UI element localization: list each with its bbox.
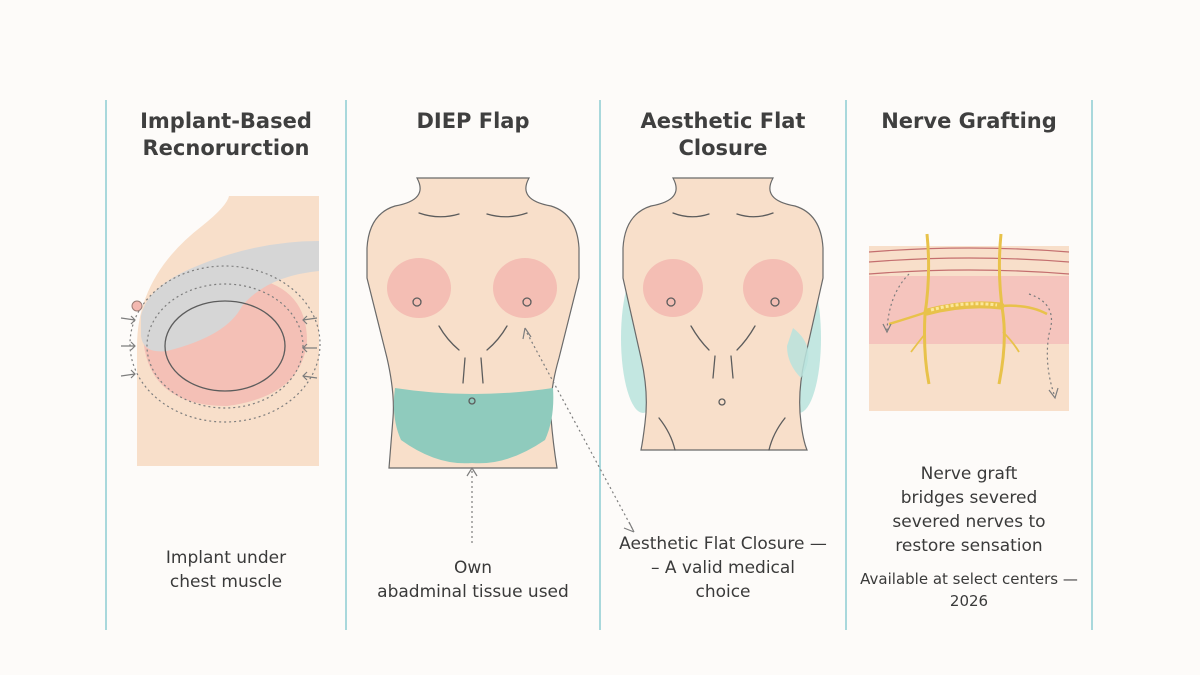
left-nipple: [666, 297, 676, 307]
abdominal-line-left: [462, 357, 466, 384]
nerve-right-branch: [1000, 304, 1048, 316]
caption-line-1: Nerve graft: [920, 464, 1018, 484]
flap-dotted-arrow: [526, 332, 633, 529]
caption-line-3: choice: [695, 582, 751, 602]
panel-divider-5: [1091, 100, 1093, 630]
panel-title: DIEP Flap: [347, 108, 599, 135]
abdominal-line-right: [730, 355, 734, 379]
right-nipple: [522, 297, 532, 307]
rib-contour-right: [486, 325, 508, 351]
dotted-arrow-left: [886, 273, 910, 331]
dotted-ring-outer: [129, 265, 321, 423]
panel-nerve-grafting: Nerve Grafting Nerve graft bridges sever…: [847, 100, 1091, 630]
navel: [468, 397, 476, 405]
title-line-2: Recnorurction: [142, 136, 310, 160]
panel-diep-flap: DIEP Flap Own abadminal tissue used: [347, 100, 635, 630]
right-breast: [493, 258, 557, 318]
title-line-1: Aesthetic Flat: [640, 109, 806, 133]
collarbone-right: [736, 212, 774, 218]
collarbone-right: [486, 212, 528, 218]
title-line-1: Nerve Grafting: [881, 109, 1057, 133]
panel-caption: Own abadminal tissue used: [347, 556, 599, 604]
panel-title: Nerve Grafting: [847, 108, 1091, 135]
title-line-2: Closure: [678, 136, 768, 160]
caption-line-1: Aesthetic Flat Closure —: [619, 534, 827, 554]
rib-contour-right: [736, 325, 756, 351]
tissue-arrowhead: [466, 466, 478, 477]
skin-layer-line-3: [868, 269, 1070, 275]
nerve-graft-bridge-highlight: [930, 302, 998, 312]
skin-layer-line-2: [868, 257, 1070, 263]
left-arrows: [120, 315, 136, 379]
abdominal-line-left: [712, 355, 716, 379]
caption-line-2: chest muscle: [169, 572, 283, 592]
title-line-1: DIEP Flap: [416, 109, 530, 133]
flap-arrowhead-bottom: [623, 521, 635, 533]
left-breast: [387, 258, 451, 318]
caption-line-2: bridges severed: [900, 488, 1038, 508]
panel-implant-based: Implant-Based Recnorurction Implant unde…: [107, 100, 345, 630]
panel-divider-1: [105, 100, 107, 630]
collarbone-left: [418, 212, 460, 218]
panel-divider-4: [845, 100, 847, 630]
nipple: [131, 300, 143, 312]
caption-line-1: Own: [453, 558, 493, 578]
arrowhead-right: [1048, 387, 1059, 400]
right-flat-shade: [787, 328, 809, 378]
left-nipple: [412, 297, 422, 307]
rib-contour-left: [690, 325, 710, 351]
footnote-line-2: 2026: [949, 592, 989, 610]
caption-line-3: severed nerves to: [892, 512, 1046, 532]
nerve-right-vertical: [997, 233, 1006, 385]
arrowhead-left: [882, 323, 892, 334]
flat-closure-torso-illustration: [621, 177, 824, 451]
implant-outline: [164, 300, 286, 392]
panel-caption: Nerve graft bridges severed severed nerv…: [847, 462, 1091, 558]
panel-title: Aesthetic Flat Closure: [601, 108, 845, 162]
right-nipple: [770, 297, 780, 307]
abdominal-flap: [393, 388, 554, 464]
right-arrows: [302, 315, 318, 381]
title-line-1: Implant-Based: [140, 109, 312, 133]
caption-line-2: abadminal tissue used: [377, 582, 569, 602]
caption-line-2: – A valid medical: [650, 558, 796, 578]
dotted-arrow-right: [1028, 293, 1055, 395]
chest-muscle-band: [141, 241, 319, 352]
abdominal-line-right: [480, 357, 484, 384]
panel-divider-2: [345, 100, 347, 630]
panel-title: Implant-Based Recnorurction: [107, 108, 345, 162]
panel-footnote: Available at select centers — 2026: [847, 568, 1091, 612]
diep-torso-illustration: [366, 177, 635, 543]
navel: [718, 398, 726, 406]
left-chest: [643, 259, 703, 317]
footnote-line-1: Available at select centers —: [860, 570, 1078, 588]
collarbone-left: [672, 212, 710, 218]
nerve-sub-branch-2: [1002, 331, 1020, 353]
implant-illustration: [120, 196, 321, 466]
nerve-graft-illustration: [868, 233, 1070, 411]
dotted-ring-inner: [146, 283, 304, 409]
groin-line-right: [768, 417, 786, 451]
caption-line-1: Implant under: [165, 548, 287, 568]
rib-contour-left: [438, 325, 460, 351]
skin-layer-line-1: [868, 247, 1070, 253]
panel-divider-3: [599, 100, 601, 630]
panel-caption: Aesthetic Flat Closure — – A valid medic…: [601, 532, 845, 604]
panel-aesthetic-flat-closure: Aesthetic Flat Closure Aesthetic Flat Cl…: [601, 100, 845, 630]
flap-arrowhead-top: [522, 327, 532, 340]
caption-line-4: restore sensation: [895, 536, 1043, 556]
panel-caption: Implant under chest muscle: [107, 546, 345, 594]
nerve-sub-branch-1: [910, 333, 926, 353]
groin-line-left: [658, 417, 676, 451]
right-chest: [743, 259, 803, 317]
torso-skin: [622, 177, 824, 451]
